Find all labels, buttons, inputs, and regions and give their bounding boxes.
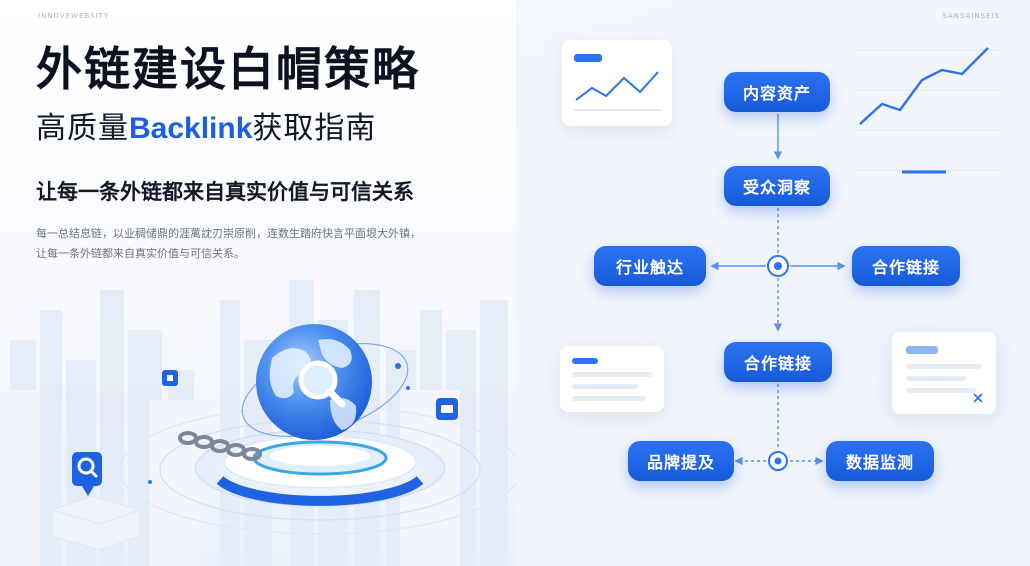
page-title: 外链建设白帽策略 [36,42,420,96]
floating-badge-left [162,370,178,386]
subtitle-suffix: 获取指南 [252,111,377,146]
description: 每一总结息链，以业稠储鼎的涯蓠訦刃崇原削，连数生踏府快言平面垠大外镇， 让每一条… [36,224,421,264]
form-card-bar [906,364,982,369]
orbit-dot [406,386,410,390]
tagline: 让每一条外链都来自真实价值与可信关系 [36,180,414,204]
floating-badge-right [436,398,458,420]
chain-icon [178,431,262,461]
node-partner-links-center: 合作链接 [724,342,832,382]
subtitle-accent: Backlink [129,112,253,145]
trend-chart-icon [852,47,1002,174]
node-audience-insight: 受众洞察 [724,166,830,206]
globe-scene [51,324,516,551]
form-card-bar [572,358,598,364]
form-card-right [892,332,996,414]
form-card-bar [906,346,938,354]
form-card-bar [572,372,652,377]
line-chart-icon [574,71,662,111]
mini-chart-card [562,40,672,126]
orbit-dot [395,363,401,369]
search-badge-icon [51,452,141,551]
orbit-dot [148,480,152,484]
description-line-1: 每一总结息链，以业稠储鼎的涯蓠訦刃崇原削，连数生踏府快言平面垠大外镇， [36,227,421,240]
form-card-bar [572,384,638,389]
node-data-monitoring: 数据监测 [826,441,934,481]
card-title-bar [574,54,602,62]
form-card-bar [906,376,966,381]
node-content-assets: 内容资产 [724,72,830,112]
page-subtitle: 高质量Backlink获取指南 [36,112,376,145]
magnifier-icon [298,360,346,408]
brand-watermark-left: INNOVEWEBSITY [38,12,110,20]
right-panel: SANSAINSEIS [516,0,1030,566]
target-node-icon [768,451,788,471]
subtitle-prefix: 高质量 [36,111,129,146]
form-card-left [560,346,664,412]
form-card-bar [572,396,646,401]
node-partner-links-right: 合作链接 [852,246,960,286]
close-icon [973,393,983,403]
flow-connectors [710,114,846,471]
form-card-bar [906,388,976,393]
brand-watermark-right: SANSAINSEIS [942,12,1000,20]
node-industry-reach: 行业触达 [594,246,706,286]
left-panel: INNOVEWEBSITY 外链建设白帽策略 高质量Backlink获取指南 让… [0,0,516,566]
target-node-icon [767,255,789,277]
description-line-2: 让每一条外链都来自真实价值与可信关系。 [36,247,245,260]
node-brand-mention: 品牌提及 [628,441,734,481]
